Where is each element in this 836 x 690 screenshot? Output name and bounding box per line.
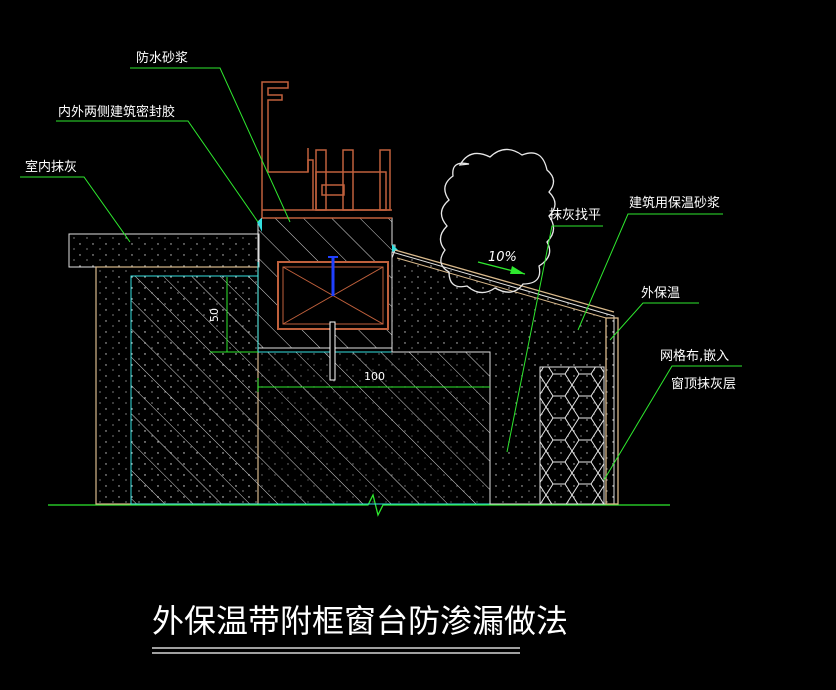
interior-plaster-sill: [68, 233, 260, 268]
label-mesh-line2: 窗顶抹灰层: [671, 376, 736, 392]
label-sealant: 内外两侧建筑密封胶: [58, 104, 175, 120]
revision-cloud: [439, 148, 556, 294]
label-mesh-line1: 网格布,嵌入: [660, 348, 729, 364]
leader-lines: [20, 67, 742, 481]
wall-block: [95, 266, 491, 505]
label-interior-plaster: 室内抹灰: [25, 159, 77, 175]
insulation-board: [539, 317, 619, 505]
title-underline: [152, 647, 520, 654]
dimension-height-label: 50: [208, 308, 221, 322]
window-frame-profile: [261, 81, 392, 219]
label-plaster-level: 抹灰找平: [549, 208, 601, 223]
dimension-width-label: 100: [364, 370, 385, 383]
dimension-height: [210, 277, 258, 353]
anchor-bolt: [328, 256, 338, 381]
label-exterior-insulation: 外保温: [641, 286, 680, 301]
label-insulation-mortar: 建筑用保温砂浆: [629, 195, 720, 211]
slope-label: 10%: [488, 250, 517, 265]
drawing-title: 外保温带附框窗台防渗漏做法: [152, 602, 568, 640]
slope-arrow: [477, 261, 526, 275]
ground-line: [48, 493, 670, 517]
label-waterproof-mortar: 防水砂浆: [136, 50, 188, 66]
dimension-width: [257, 378, 490, 392]
